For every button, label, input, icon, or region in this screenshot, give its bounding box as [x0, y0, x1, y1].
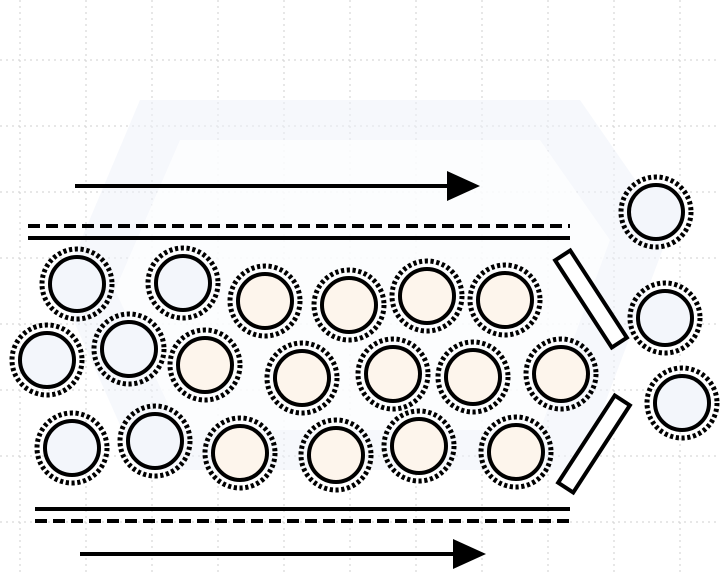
- bead: [145, 245, 221, 321]
- outlet-plate-lower: [555, 392, 633, 496]
- flow-arrow-top: [75, 171, 480, 201]
- bead: [202, 415, 278, 491]
- bead: [311, 267, 387, 343]
- bead: [34, 410, 110, 486]
- flow-arrow-bottom: [80, 539, 486, 569]
- bead-group: [9, 174, 720, 493]
- bead: [91, 311, 167, 387]
- bead: [264, 340, 340, 416]
- bead: [227, 263, 303, 339]
- bead: [9, 322, 85, 398]
- bead: [167, 327, 243, 403]
- arrow-right-icon: [453, 539, 486, 569]
- bead-outside: [618, 174, 694, 250]
- bead: [523, 336, 599, 412]
- bead: [435, 339, 511, 415]
- bead-outside: [644, 365, 720, 441]
- bead: [478, 414, 554, 490]
- bead: [381, 408, 457, 484]
- arrow-right-icon: [447, 171, 480, 201]
- channel-top-wall: [28, 224, 570, 240]
- bead: [39, 246, 115, 322]
- bead: [467, 262, 543, 338]
- bead-outside: [627, 280, 703, 356]
- bead: [117, 403, 193, 479]
- bead: [355, 336, 431, 412]
- outlet-plate-upper: [552, 247, 630, 351]
- bead: [298, 417, 374, 493]
- bead: [389, 258, 465, 334]
- channel-bottom-wall: [35, 507, 570, 523]
